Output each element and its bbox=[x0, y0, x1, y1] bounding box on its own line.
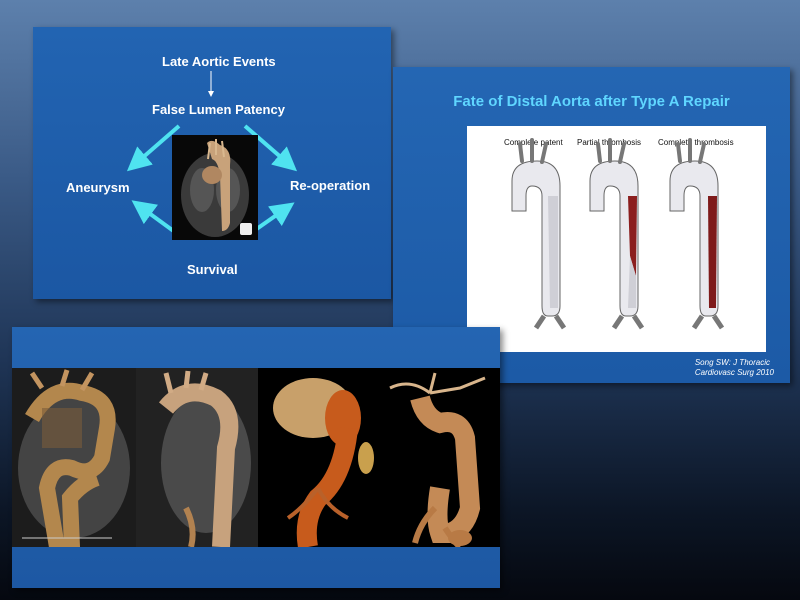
slide-fate-distal-aorta: Fate of Distal Aorta after Type A Repair… bbox=[393, 67, 790, 383]
label-survival: Survival bbox=[187, 262, 238, 277]
slide-ct-reconstructions bbox=[12, 327, 500, 588]
ct-panel-4 bbox=[380, 368, 500, 547]
ct-panel-3 bbox=[258, 368, 380, 547]
column-label-complete-thrombosis: Complete thrombosis bbox=[658, 138, 734, 147]
label-false-lumen-patency: False Lumen Patency bbox=[152, 102, 285, 117]
slide-title: Fate of Distal Aorta after Type A Repair bbox=[453, 93, 730, 110]
label-aneurysm: Aneurysm bbox=[66, 180, 130, 195]
ct-panel-2 bbox=[136, 368, 258, 547]
label-re-operation: Re-operation bbox=[290, 178, 371, 193]
arrow-upper-right-icon bbox=[243, 124, 298, 172]
slide-late-aortic-events: Late Aortic Events False Lumen Patency A… bbox=[33, 27, 391, 299]
arrow-upper-left-icon bbox=[126, 124, 181, 172]
citation-line-1: Song SW: J Thoracic bbox=[694, 358, 770, 367]
aorta-complete-thrombosis bbox=[669, 138, 725, 330]
aorta-illustration-figure: Complete patent Partial thrombosis Compl… bbox=[467, 126, 766, 352]
ct-image-strip bbox=[12, 368, 500, 547]
ct-panel-1 bbox=[12, 368, 136, 547]
aorta-partial-thrombosis bbox=[589, 138, 645, 330]
label-late-aortic-events: Late Aortic Events bbox=[162, 54, 276, 69]
citation: Song SW: J Thoracic Cardiovasc Surg 2010 bbox=[695, 358, 774, 378]
citation-line-2: Cardiovasc Surg 2010 bbox=[694, 368, 774, 377]
aorta-complete-patent bbox=[511, 138, 567, 330]
ct-scan-image bbox=[172, 135, 258, 240]
